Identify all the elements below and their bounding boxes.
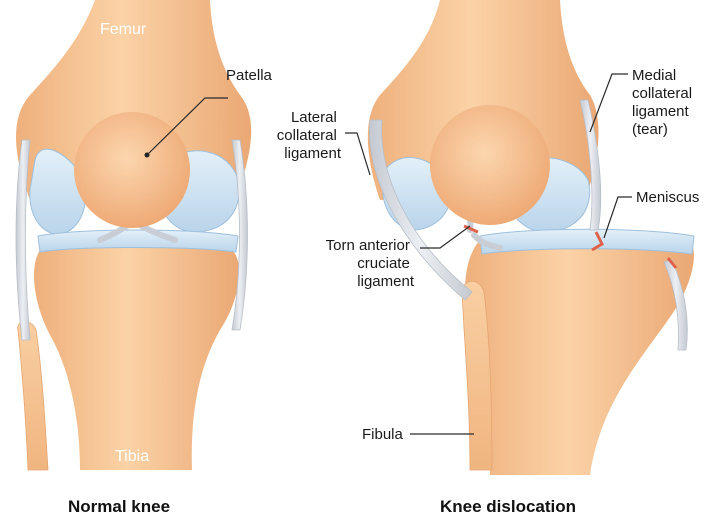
torn-acl-leader <box>420 226 470 248</box>
tibia-label: Tibia <box>115 448 149 465</box>
fibula-bone-normal <box>18 322 48 470</box>
tibia-bone <box>34 240 239 470</box>
femur-label: Femur <box>100 21 147 38</box>
meniscus-label: Meniscus <box>636 189 699 206</box>
patella-bone-dislocated <box>430 105 550 225</box>
lateral-collateral-leader <box>345 133 370 175</box>
fibula-label: Fibula <box>362 426 404 443</box>
normal-knee-caption: Normal knee <box>68 497 170 516</box>
lateral-collateral-ligament-label: Lateral collateral ligament <box>277 109 342 162</box>
torn-acl-label: Torn anterior cruciate ligament <box>326 237 415 290</box>
medial-collateral-ligament-label: Medial collateral ligament (tear) <box>632 67 696 138</box>
normal-knee-illustration <box>16 0 251 470</box>
knee-dislocation-caption: Knee dislocation <box>440 497 576 516</box>
tibia-bone-dislocated <box>465 231 694 475</box>
patella-label: Patella <box>226 67 273 84</box>
lateral-collateral-ligament-normal <box>16 140 30 340</box>
